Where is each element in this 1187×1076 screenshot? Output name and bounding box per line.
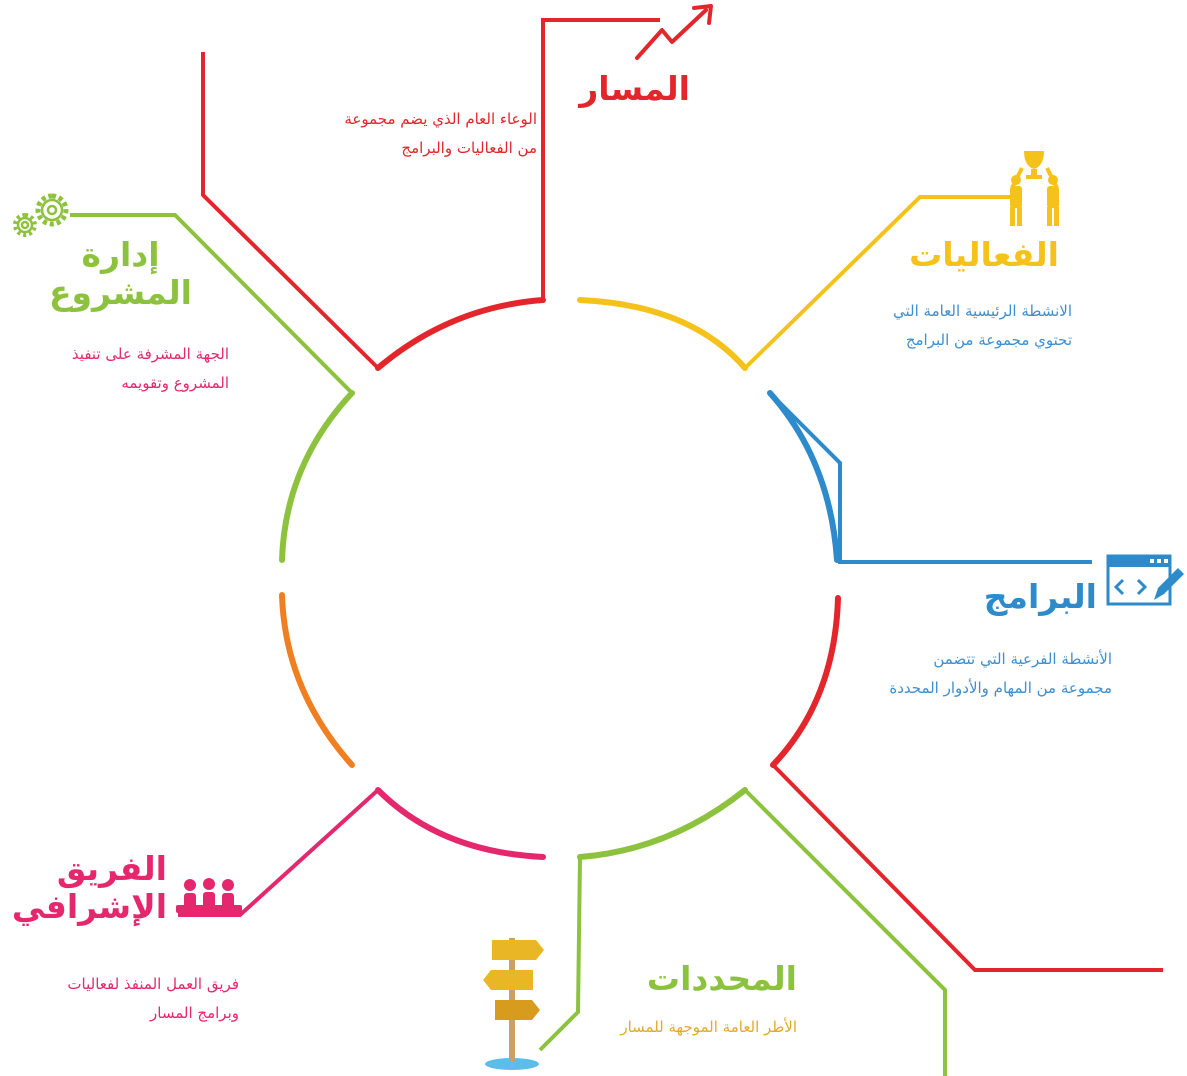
team-icon [176,878,242,913]
baramej-desc-line-2: مجموعة من المهام والأدوار المحددة [889,678,1112,697]
fariq-description: فريق العمل المنفذ لفعاليات وبرامج المسار [67,970,239,1027]
masar-description: الوعاء العام الذي يضم مجموعة من الفعاليا… [344,105,537,162]
masar-title: المسار [579,69,690,108]
connector-idara [70,213,354,395]
connector-faaliyat [743,195,1010,370]
gears-icon [12,193,69,237]
circle-arc-pink [375,787,546,860]
idara-title-line-1: إدارة [81,235,160,274]
baramej-description: الأنشطة الفرعية التي تتضمن مجموعة من الم… [889,645,1112,702]
connector-baramej [768,391,1092,564]
masar-desc-line-2: من الفعاليات والبرامج [401,138,537,157]
idara-desc-line-1: الجهة المشرفة على تنفيذ [71,345,229,363]
connector-red-upper-left [201,52,380,370]
connector-green-lower-right [743,788,947,1076]
muhaddidat-desc-line-1: الأطر العامة الموجهة للمسار [620,1018,797,1036]
connector-fariq [178,788,380,917]
fariq-title-line-2: الإشرافي [11,886,167,926]
circle-arc-yellow [577,297,748,371]
faaliyat-desc-line-2: تحتوي مجموعة من البرامج [905,330,1072,349]
idara-title-line-2: المشروع [49,272,192,312]
browser-edit-icon [1106,554,1184,606]
circle-arc-blue [767,390,840,563]
idara-description: الجهة المشرفة على تنفيذ المشروع وتقويمه [72,340,229,397]
connector-masar [541,18,660,300]
idara-desc-line-2: المشروع وتقويمه [121,373,229,392]
faaliyat-description: الانشطة الرئيسية العامة التي تحتوي مجموع… [893,297,1072,354]
trend-arrow-icon [635,4,713,60]
circle-arc-orange [279,592,355,768]
signpost-icon [483,938,544,1070]
circle-arc-green-bottom [577,787,748,860]
fariq-title: الفريق الإشرافي [12,850,167,926]
idara-title: إدارة المشروع [49,236,192,312]
fariq-desc-line-2: وبرامج المسار [150,1003,239,1022]
muhaddidat-title: المحددات [646,959,797,998]
connector-red-lower-right [771,763,1163,972]
baramej-title: البرامج [983,577,1097,616]
fariq-desc-line-1: فريق العمل المنفذ لفعاليات [67,975,239,993]
faaliyat-title: الفعاليات [909,235,1059,274]
trophy-people-icon [1010,151,1059,226]
fariq-title-line-1: الفريق [56,849,167,888]
circle-arc-red-right [770,595,841,768]
masar-desc-line-1: الوعاء العام الذي يضم مجموعة [344,110,537,128]
circle-arc-red-top [375,297,546,371]
muhaddidat-description: الأطر العامة الموجهة للمسار [620,1013,797,1042]
connector-muhaddidat [538,856,582,1052]
faaliyat-desc-line-1: الانشطة الرئيسية العامة التي [893,302,1072,320]
baramej-desc-line-1: الأنشطة الفرعية التي تتضمن [933,650,1112,668]
circle-arc-green-left [279,390,355,563]
